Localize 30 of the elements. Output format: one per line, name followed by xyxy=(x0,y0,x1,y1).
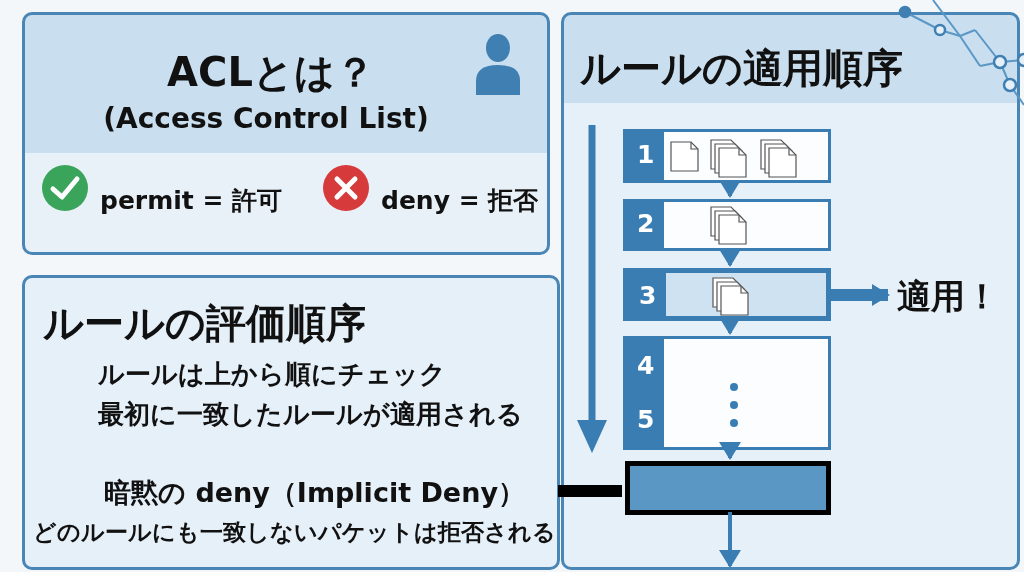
rule-number: 2 xyxy=(637,210,655,239)
rule-number: 1 xyxy=(637,141,655,170)
rule-row xyxy=(623,268,831,321)
card-title: ACLとは？ xyxy=(167,49,375,95)
legend-text: permit = 許可 xyxy=(100,187,283,216)
rule-number: 4 xyxy=(637,351,655,381)
evaluation-panel xyxy=(22,275,560,570)
rule-number: 3 xyxy=(639,281,657,311)
result-label: 適用！ xyxy=(897,277,999,317)
rule-row xyxy=(623,199,831,251)
rule-row xyxy=(623,129,831,183)
panel-title: ルールの適用順序 xyxy=(580,45,903,91)
rule-panel xyxy=(561,12,1020,570)
info-card xyxy=(22,12,550,255)
note-title: 暗黙の deny（Implicit Deny） xyxy=(104,477,525,509)
arrow xyxy=(719,180,741,198)
card-subtitle: (Access Control List) xyxy=(103,103,429,136)
rule-number: 5 xyxy=(637,405,655,435)
rule-row xyxy=(623,336,831,450)
arrow xyxy=(719,512,741,568)
body-text: ルールは上から順にチェック xyxy=(98,360,446,390)
note-text: どのルールにも一致しないパケットは拒否される xyxy=(33,519,556,546)
arrow xyxy=(828,284,890,306)
deny-bar xyxy=(625,461,831,515)
panel-title: ルールの評価順序 xyxy=(43,300,366,346)
body-text: 最初に一致したルールが適用される xyxy=(98,400,523,430)
leader-line xyxy=(558,485,622,497)
arrow xyxy=(719,442,741,460)
legend-text: deny = 拒否 xyxy=(381,187,539,216)
arrow xyxy=(719,248,741,267)
